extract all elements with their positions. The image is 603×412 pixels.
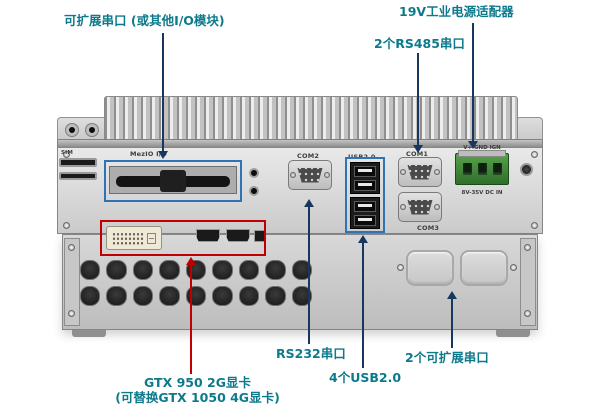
screw-icon — [510, 264, 517, 271]
expansion-cassette — [62, 234, 538, 330]
cassette-bracket — [64, 238, 80, 326]
sim-label: SIM — [61, 150, 74, 156]
screw-icon — [63, 151, 70, 158]
vent-slot — [212, 260, 233, 280]
db9-nut — [400, 169, 406, 175]
arrow-rs485 — [417, 53, 419, 145]
chassis-foot — [496, 330, 530, 337]
usb-port-icon — [354, 215, 376, 226]
heatsink-fins — [104, 96, 518, 140]
vent-slot — [159, 260, 180, 280]
arrow-rs232 — [308, 207, 310, 344]
expansion-blank-plate — [460, 250, 508, 286]
label-expand-serial-top: 可扩展串口 (或其他I/O模块) — [64, 13, 225, 28]
db9-nut — [434, 204, 440, 210]
terminal-pin — [492, 163, 502, 175]
com3-label: COM3 — [417, 224, 440, 232]
dvi-blade — [147, 232, 156, 244]
arrow-gpu — [190, 265, 192, 374]
vent-slot — [106, 286, 127, 306]
vent-grille — [80, 260, 312, 306]
hdmi-port — [226, 229, 250, 242]
vent-slot — [212, 286, 233, 306]
dvi-pin-grid — [112, 231, 144, 245]
terminal-pin — [477, 163, 487, 175]
screw-icon — [397, 264, 404, 271]
vent-slot — [80, 260, 101, 280]
chassis-foot — [72, 330, 106, 337]
audio-jack-icon — [249, 168, 259, 178]
dvi-connector — [106, 226, 162, 250]
audio-jack-icon — [249, 186, 259, 196]
label-gpu-line1: GTX 950 2G显卡 — [144, 375, 251, 390]
screw-icon — [531, 222, 538, 229]
card-slot — [59, 172, 97, 180]
label-power-adapter: 19V工业电源适配器 — [399, 4, 514, 19]
screw-icon — [531, 151, 538, 158]
power-pins-label: V+ GND IGN — [463, 145, 501, 151]
db9-nut — [324, 172, 330, 178]
vent-slot — [159, 286, 180, 306]
vent-slot — [238, 260, 260, 280]
screw-icon — [68, 310, 75, 317]
arrow-usb — [362, 243, 364, 368]
vent-slot — [291, 286, 312, 306]
screw-icon — [524, 244, 531, 251]
label-expand-serial-bottom: 2个可扩展串口 — [405, 350, 489, 365]
label-gpu-line2: (可替换GTX 1050 4G显卡) — [115, 390, 280, 405]
usb-port-icon — [354, 180, 376, 191]
expansion-blank-plate — [406, 250, 454, 286]
label-usb: 4个USB2.0 — [329, 370, 402, 385]
screw-icon — [524, 310, 531, 317]
com1-db9-connector — [398, 157, 442, 187]
mezio-label: MezIO I/O — [130, 150, 167, 158]
vent-slot — [80, 286, 101, 306]
usb-dual-port — [350, 197, 380, 229]
db9-nut — [290, 172, 296, 178]
terminal-pin — [462, 163, 472, 175]
vent-slot — [185, 286, 207, 306]
com3-db9-connector — [398, 192, 442, 222]
com1-label: COM1 — [406, 150, 429, 158]
label-rs232: RS232串口 — [276, 346, 346, 361]
vent-slot — [132, 260, 154, 280]
mezio-expansion-slot — [109, 166, 237, 194]
vent-slot — [106, 260, 127, 280]
sim-slot — [59, 158, 97, 167]
usb-dual-port — [350, 162, 380, 194]
power-button-icon — [520, 163, 533, 176]
com2-db9-connector — [288, 160, 332, 190]
arrow-expand-serial-bottom — [451, 299, 453, 348]
highlight-box-gpu — [100, 220, 266, 256]
slot-blank-tab — [160, 170, 186, 192]
antenna-hole-icon — [86, 124, 98, 136]
usb-port-icon — [354, 166, 376, 177]
antenna-hole-icon — [66, 124, 78, 136]
highlight-box-usb — [345, 157, 385, 233]
vent-slot — [265, 260, 286, 280]
usb-port-icon — [354, 201, 376, 212]
cassette-bracket — [520, 238, 536, 326]
label-rs485: 2个RS485串口 — [374, 36, 465, 51]
highlight-box-mezio — [104, 160, 242, 202]
vent-slot — [132, 286, 154, 306]
dc-terminal-block — [455, 150, 509, 185]
hdmi-port — [196, 229, 220, 242]
vent-slot — [291, 260, 312, 280]
vent-slot — [265, 286, 286, 306]
screw-icon — [63, 222, 70, 229]
screw-icon — [68, 244, 75, 251]
db9-nut — [434, 169, 440, 175]
vent-slot — [238, 286, 260, 306]
arrow-expand-serial-top — [162, 33, 164, 151]
com2-label: COM2 — [297, 152, 320, 160]
label-gpu: GTX 950 2G显卡 (可替换GTX 1050 4G显卡) — [105, 375, 290, 405]
power-range-label: 8V-35V DC IN — [461, 190, 503, 196]
arrow-power-adapter — [472, 23, 474, 141]
db9-nut — [400, 204, 406, 210]
